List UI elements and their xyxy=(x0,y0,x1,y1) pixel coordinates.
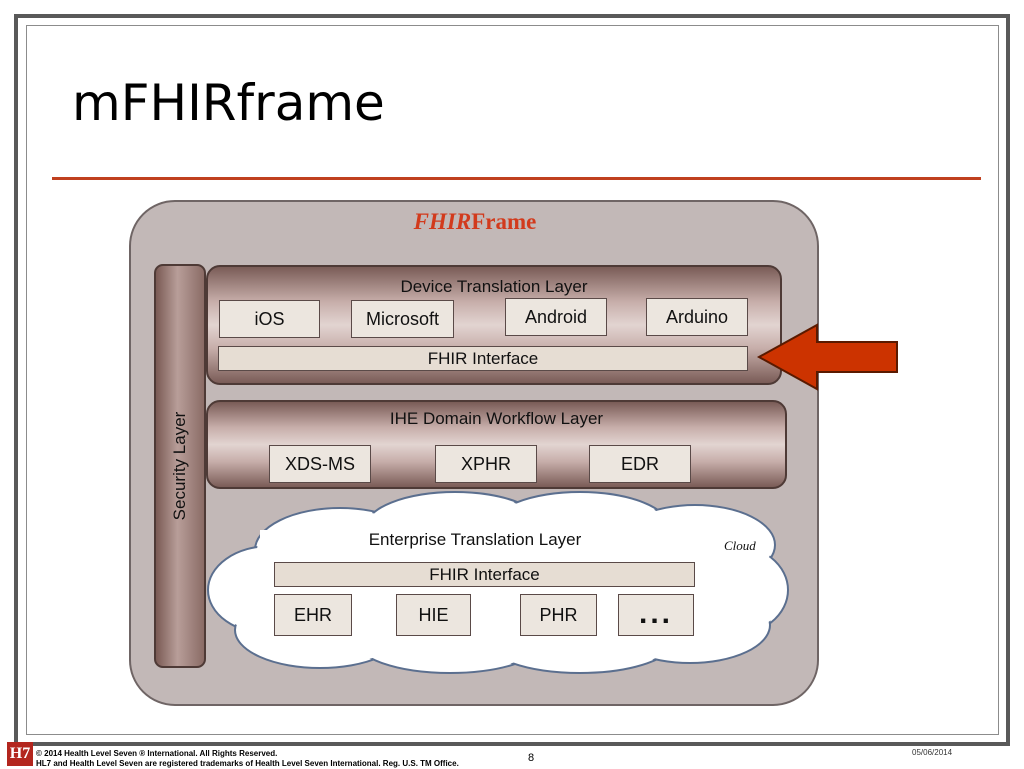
hl7-logo: H7 xyxy=(7,742,33,766)
cloud-label: Cloud xyxy=(724,538,756,553)
footer-copyright: © 2014 Health Level Seven ® Internationa… xyxy=(36,749,278,758)
device-fhir-interface: FHIR Interface xyxy=(218,346,748,371)
enterprise-fhir-interface: FHIR Interface xyxy=(274,562,695,587)
slide-date: 05/06/2014 xyxy=(912,748,953,757)
ihe-box-edr: EDR xyxy=(589,445,691,483)
enterprise-box-ehr: EHR xyxy=(274,594,352,636)
fhirframe-title-fhir: FHIR xyxy=(413,209,472,234)
enterprise-box-hie: HIE xyxy=(396,594,471,636)
device-layer-label: Device Translation Layer xyxy=(400,277,588,296)
device-box-microsoft: Microsoft xyxy=(351,300,454,338)
fhirframe-title-frame: Frame xyxy=(471,209,537,234)
ihe-layer-label: IHE Domain Workflow Layer xyxy=(389,409,604,428)
device-box-android: Android xyxy=(505,298,607,336)
slide-title: mFHIRframe xyxy=(72,74,385,132)
pointer-arrow-icon xyxy=(756,323,898,391)
fhirframe-title: FHIRFrame xyxy=(0,209,950,235)
enterprise-box-phr: PHR xyxy=(520,594,597,636)
security-layer: Security Layer xyxy=(154,264,206,668)
enterprise-layer-label: Enterprise Translation Layer xyxy=(368,530,582,549)
title-rule xyxy=(52,177,981,180)
page-number: 8 xyxy=(528,752,535,764)
enterprise-box-more: ... xyxy=(618,594,694,636)
pointer-arrow-shape xyxy=(756,323,898,391)
device-box-ios: iOS xyxy=(219,300,320,338)
footer-trademark: HL7 and Health Level Seven are registere… xyxy=(36,759,459,768)
ihe-box-xds-ms: XDS-MS xyxy=(269,445,371,483)
security-layer-label: Security Layer xyxy=(170,411,189,521)
ihe-box-xphr: XPHR xyxy=(435,445,537,483)
slide-inner-frame xyxy=(26,25,999,735)
device-box-arduino: Arduino xyxy=(646,298,748,336)
